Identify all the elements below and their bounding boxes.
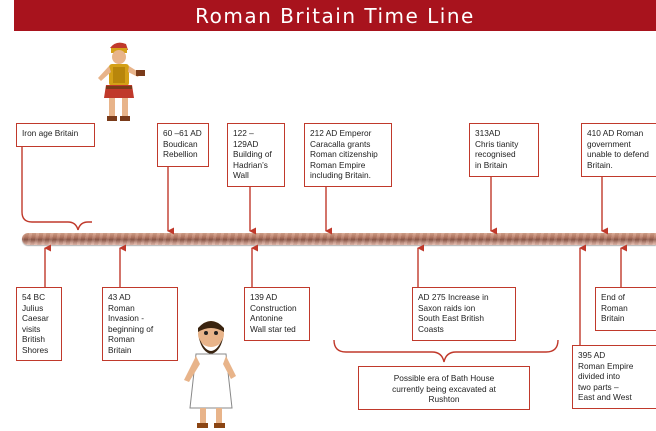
event-end-of-roman-britain: End of Roman Britain xyxy=(595,287,656,331)
event-empire-divided: 395 AD Roman Empire divided into two par… xyxy=(572,345,656,409)
event-christianity-recognised: 313AD Chris tianity recognised in Britai… xyxy=(469,123,539,177)
bath-house-note: Possible era of Bath House currently bei… xyxy=(358,366,530,410)
event-410-ad: 410 AD Roman government unable to defend… xyxy=(581,123,656,177)
event-roman-invasion: 43 AD Roman Invasion - beginning of Roma… xyxy=(102,287,178,361)
event-caracalla-citizenship: 212 AD Emperor Caracalla grants Roman ci… xyxy=(304,123,392,187)
bearded-briton-figure xyxy=(184,321,236,428)
event-antonine-wall: 139 AD Construction Antonine Wall star t… xyxy=(244,287,310,341)
iron-age-brace xyxy=(21,147,92,231)
roman-soldier-figure xyxy=(98,42,145,121)
timeline-ribbon xyxy=(22,233,656,245)
event-hadrians-wall: 122 – 129AD Building of Hadrian’s Wall xyxy=(227,123,285,187)
event-boudican-rebellion: 60 –61 AD Boudican Rebellion xyxy=(157,123,209,167)
event-saxon-raids: AD 275 Increase in Saxon raids ion South… xyxy=(412,287,516,341)
page-title: Roman Britain Time Line xyxy=(195,3,475,28)
event-julius-caesar: 54 BC Julius Caesar visits British Shore… xyxy=(16,287,62,361)
event-iron-age-britain: Iron age Britain xyxy=(16,123,95,147)
title-banner: Roman Britain Time Line xyxy=(14,0,656,31)
bath-house-brace xyxy=(333,339,559,363)
